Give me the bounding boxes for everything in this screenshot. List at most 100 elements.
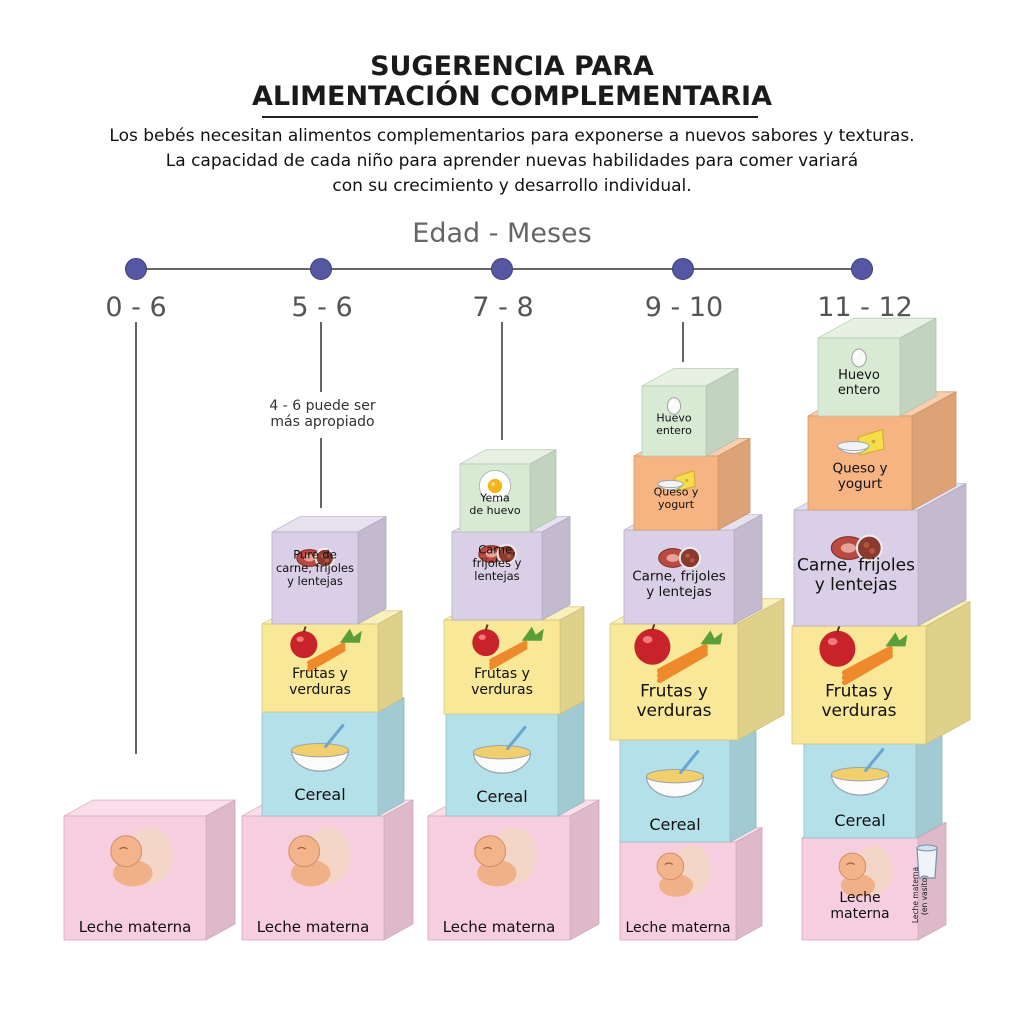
- food-label: Huevo: [656, 411, 692, 424]
- whole-egg-icon: [851, 348, 867, 368]
- food-label: carne, frijoles: [276, 561, 354, 575]
- timeline-dot: [851, 258, 873, 280]
- intro-line-2: La capacidad de cada niño para aprender …: [165, 151, 859, 171]
- food-label: Cereal: [834, 811, 885, 830]
- food-label: verduras: [471, 682, 533, 698]
- food-label: de huevo: [469, 504, 520, 517]
- baby-breastfeeding-icon: [838, 845, 893, 897]
- note-line-1: 4 - 6 puede ser: [269, 398, 376, 414]
- meat-beans-icon: [296, 547, 335, 569]
- food-block-cereal: Cereal: [445, 697, 585, 817]
- food-block-milk: Leche materna: [241, 799, 414, 941]
- connector-line: [320, 438, 322, 508]
- cheese-yogurt-icon: [657, 470, 696, 492]
- cup-label-line-2: (en vasito): [920, 875, 929, 915]
- food-label: Queso y: [832, 460, 887, 476]
- note-line-2: más apropiado: [270, 414, 375, 430]
- food-block-cereal: Cereal: [261, 697, 405, 817]
- food-label: materna: [830, 906, 889, 922]
- baby-breastfeeding-icon: [474, 827, 537, 887]
- timeline-dot: [672, 258, 694, 280]
- title-line-2: ALIMENTACIÓN COMPLEMENTARIA: [251, 81, 772, 112]
- food-label: verduras: [289, 682, 351, 698]
- food-label: Frutas y: [825, 681, 893, 701]
- food-block-cereal: Cereal: [619, 725, 757, 843]
- page-title: SUGERENCIA PARA ALIMENTACIÓN COMPLEMENTA…: [0, 52, 1024, 112]
- age-label-0: 0 - 6: [105, 292, 167, 323]
- food-block-milk: Leche materna: [427, 799, 600, 941]
- food-label: lentejas: [474, 569, 519, 583]
- timeline-dot: [310, 258, 332, 280]
- connector-line: [320, 322, 322, 392]
- whole-egg-icon: [666, 397, 682, 415]
- food-label: y lentejas: [815, 575, 898, 595]
- intro-line-1: Los bebés necesitan alimentos complement…: [109, 126, 915, 146]
- cereal-bowl-icon: [830, 747, 890, 796]
- apple-carrot-icon: [290, 626, 362, 672]
- connector-line: [682, 322, 684, 362]
- food-label: Leche materna: [257, 918, 370, 936]
- egg-yolk-icon: [478, 469, 512, 503]
- food-label: Carne, frijoles: [797, 555, 915, 575]
- age-label-3: 9 - 10: [644, 292, 724, 323]
- timeline-dot: [125, 258, 147, 280]
- baby-breastfeeding-icon: [288, 827, 351, 887]
- age-label-1: 5 - 6: [291, 292, 353, 323]
- food-label: Pure de: [293, 548, 337, 562]
- food-label: entero: [656, 424, 692, 437]
- cup-icon: [916, 844, 938, 879]
- cereal-bowl-icon: [472, 725, 532, 774]
- age-label-2: 7 - 8: [472, 292, 534, 323]
- food-label: verduras: [636, 701, 711, 721]
- food-label: Yema: [479, 491, 509, 504]
- food-label: Cereal: [476, 787, 527, 806]
- food-label: Leche: [839, 890, 880, 906]
- food-label: entero: [838, 383, 880, 398]
- food-label: Frutas y: [640, 681, 708, 701]
- food-label: Cereal: [294, 785, 345, 804]
- cup-label-line-1: Leche materna: [911, 867, 920, 923]
- baby-breastfeeding-icon: [110, 827, 173, 887]
- connector-line: [135, 322, 137, 754]
- cereal-bowl-icon: [290, 723, 350, 772]
- food-block-milk: Leche materna: [63, 799, 236, 941]
- apple-carrot-icon: [819, 624, 908, 686]
- food-label: Carne, frijoles: [632, 568, 726, 584]
- food-block-milk: Leche materna: [619, 827, 763, 941]
- timeline-dot: [491, 258, 513, 280]
- apple-carrot-icon: [634, 622, 723, 684]
- food-label: Queso y: [654, 485, 699, 498]
- connector-line: [501, 322, 503, 440]
- title-underline: [262, 116, 758, 118]
- food-label: Carne,: [478, 543, 516, 557]
- food-label: Cereal: [649, 815, 700, 834]
- intro-text: Los bebés necesitan alimentos complement…: [0, 124, 1024, 199]
- food-label: Leche materna: [79, 918, 192, 936]
- apple-carrot-icon: [472, 624, 544, 670]
- food-label: Huevo: [838, 368, 880, 383]
- food-label: Leche materna: [625, 920, 730, 936]
- food-label: verduras: [821, 701, 896, 721]
- meat-beans-icon: [478, 543, 517, 565]
- axis-title: Edad - Meses: [412, 218, 592, 249]
- title-line-1: SUGERENCIA PARA: [370, 51, 654, 82]
- food-label: Frutas y: [292, 666, 348, 682]
- cereal-bowl-icon: [645, 749, 705, 798]
- food-label: y lentejas: [287, 574, 343, 588]
- food-label: y lentejas: [646, 584, 712, 600]
- intro-line-3: con su crecimiento y desarrollo individu…: [332, 176, 692, 196]
- age-note: 4 - 6 puede ser más apropiado: [235, 398, 410, 430]
- meat-beans-icon: [658, 546, 702, 570]
- baby-breastfeeding-icon: [656, 845, 711, 897]
- meat-beans-icon: [830, 534, 883, 562]
